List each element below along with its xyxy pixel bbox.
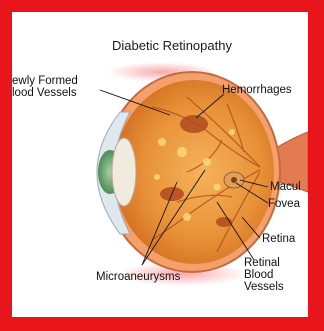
- fovea: [231, 177, 237, 183]
- label-new-vessels: ewly Formed lood Vessels: [12, 75, 78, 99]
- eye-interior: [114, 80, 274, 264]
- lens: [112, 138, 136, 206]
- label-microaneurysms: Microaneurysms: [96, 271, 180, 283]
- diagram-title: Diabetic Retinopathy: [112, 40, 232, 52]
- label-retinal-blood-vessels: Retinal Blood Vessels: [244, 257, 284, 293]
- label-fovea: Fovea: [268, 198, 300, 210]
- label-macula: Macul: [270, 181, 301, 193]
- label-hemorrhages: Hemorrhages: [222, 84, 292, 96]
- label-retina: Retina: [262, 233, 295, 245]
- diagram-panel: Diabetic Retinopathy ewly Formed lood Ve…: [12, 12, 308, 317]
